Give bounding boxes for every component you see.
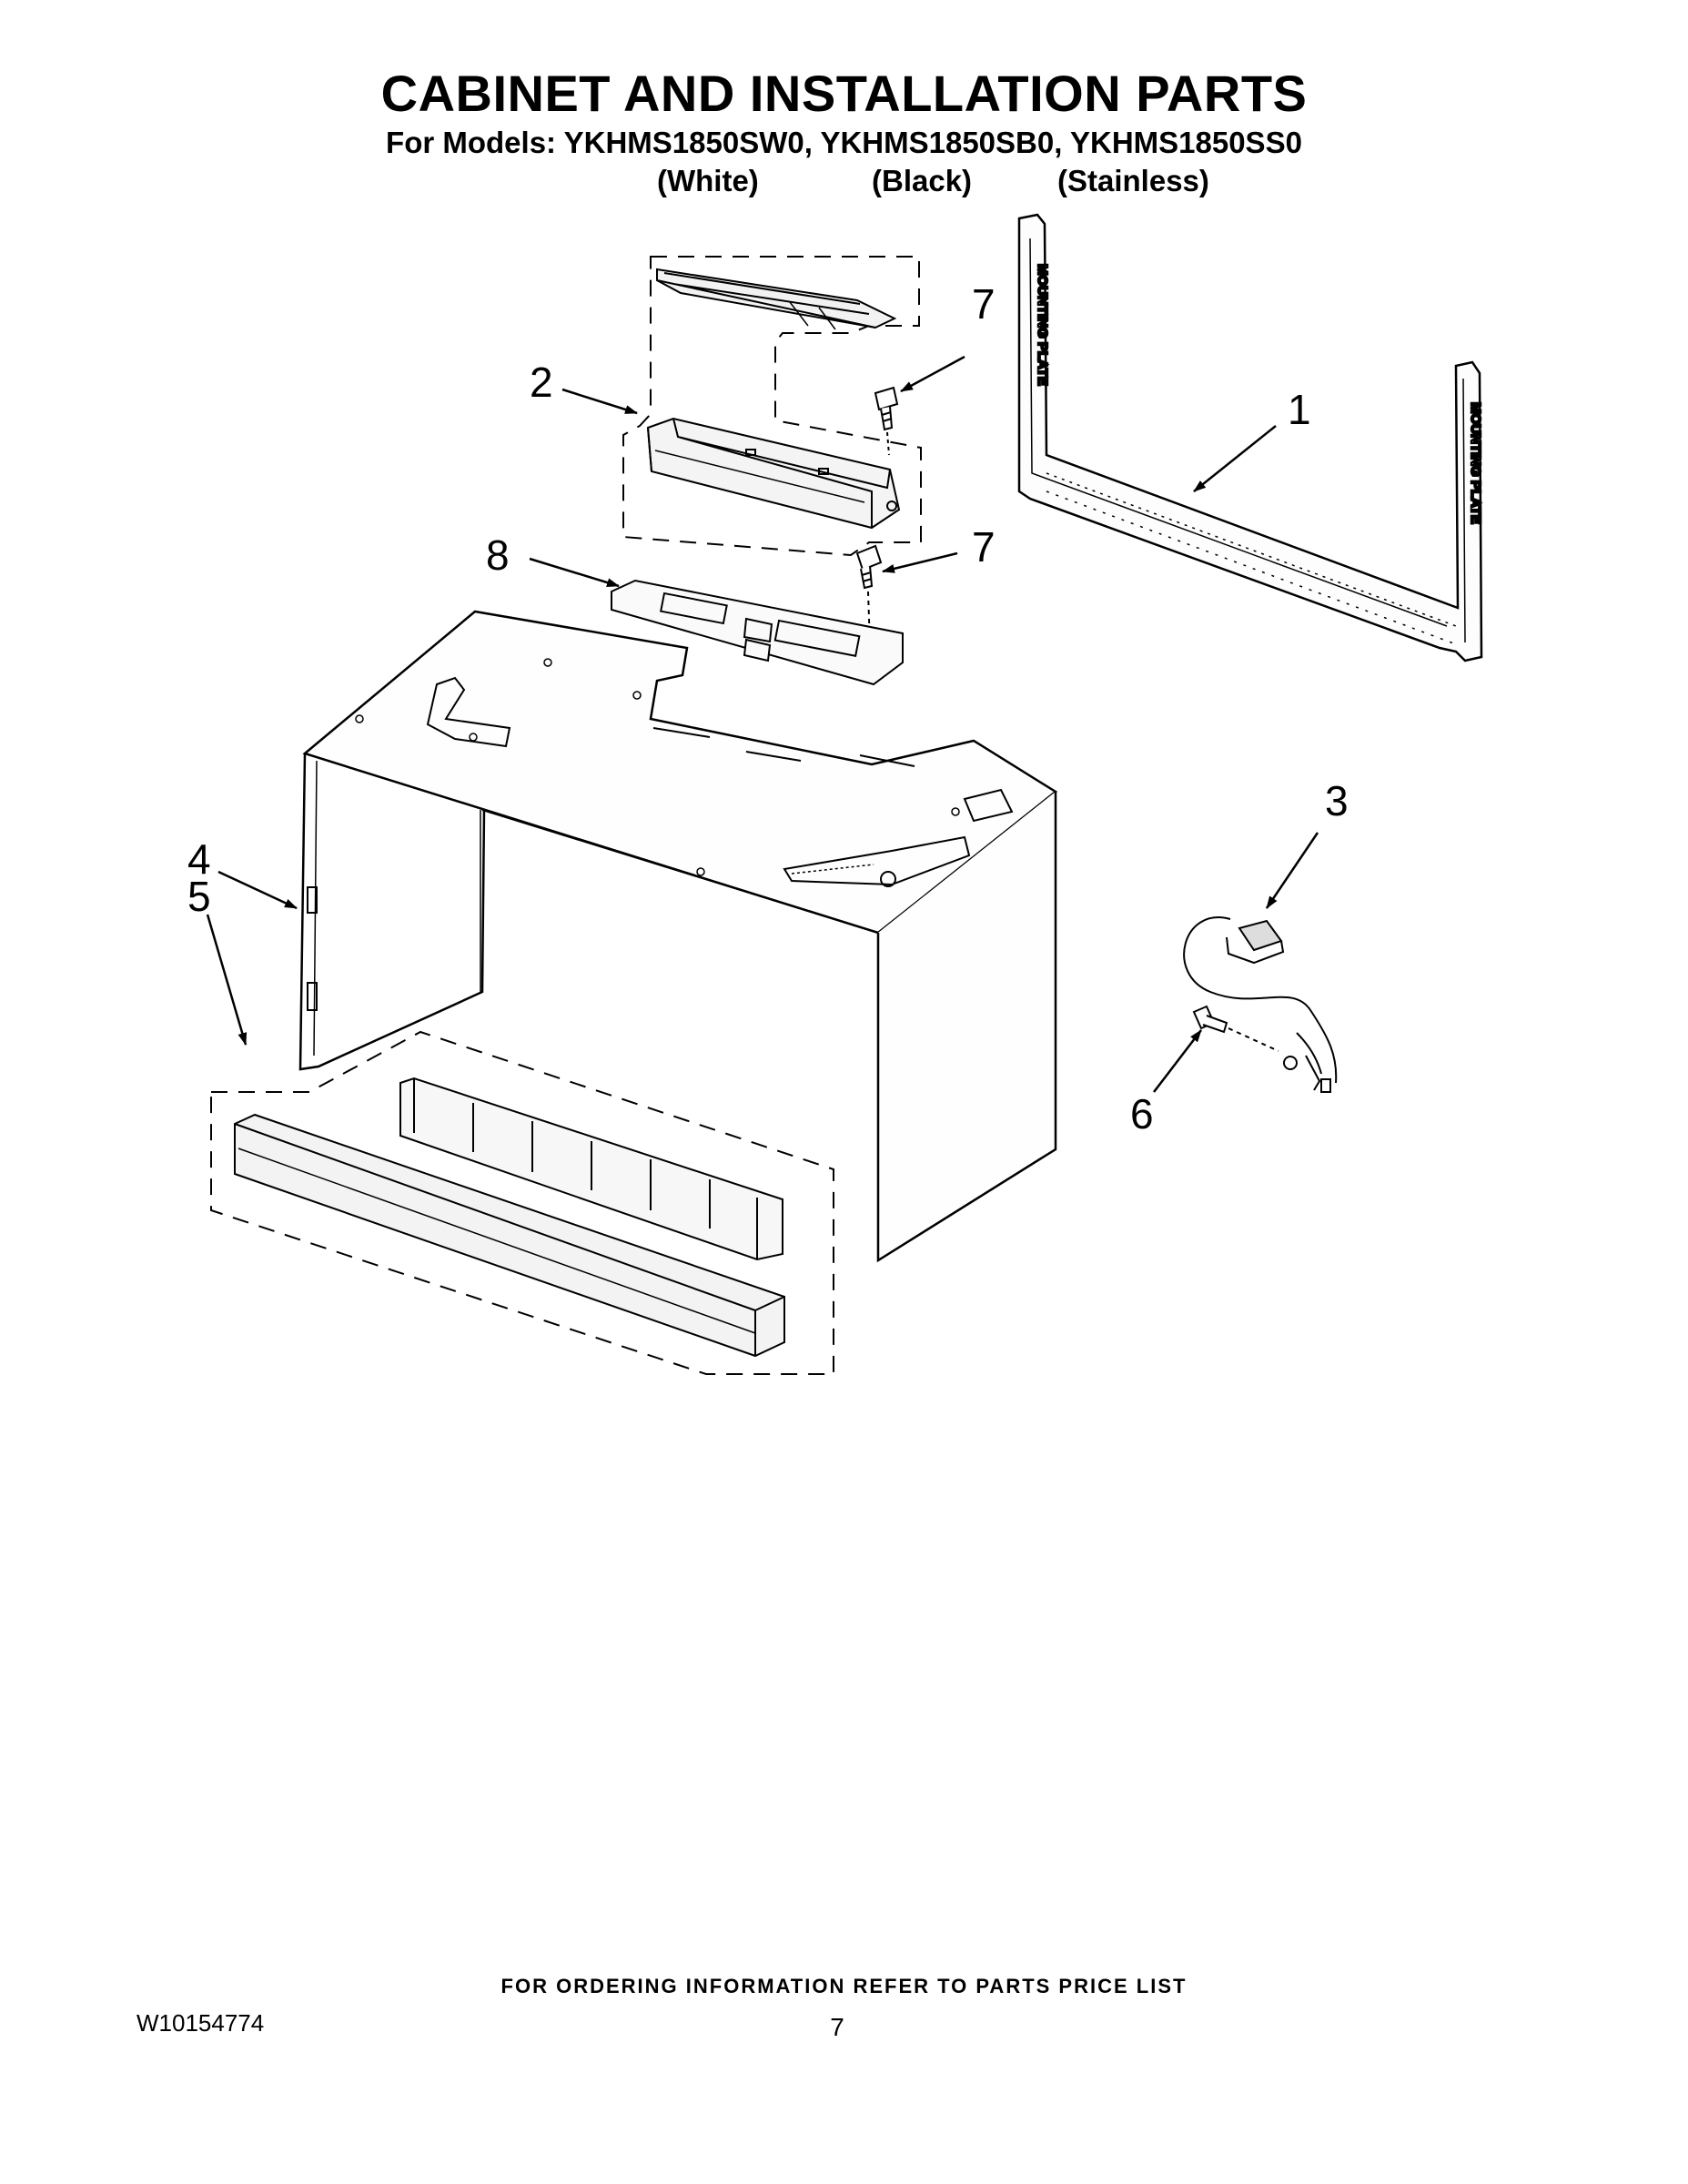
part-1-mounting-plate: MOUNTING PLATE MOUNTING PLATE	[1017, 213, 1484, 662]
callout-3: 3	[1325, 777, 1349, 824]
callout-6: 6	[1130, 1090, 1154, 1138]
part-6-ground-screw	[1192, 1005, 1279, 1052]
variant-stainless: (Stainless)	[1057, 164, 1209, 197]
page-number: 7	[830, 2013, 844, 2041]
callout-2: 2	[530, 359, 553, 406]
screw-7-lower	[855, 544, 883, 647]
document-number: W10154774	[136, 2009, 265, 2037]
screw-7-upper	[874, 386, 899, 456]
callout-4: 4	[187, 835, 211, 883]
cabinet	[298, 610, 1058, 1263]
mounting-plate-label-left: MOUNTING PLATE	[1035, 264, 1050, 386]
part-8-plate	[611, 579, 904, 686]
callout-arrows	[206, 355, 1319, 1093]
part-2-dashed-boundary	[622, 256, 922, 557]
callout-7-upper: 7	[972, 280, 996, 328]
part-2-vent-assembly	[622, 256, 922, 557]
variant-black: (Black)	[872, 164, 973, 197]
model-list: For Models: YKHMS1850SW0, YKHMS1850SB0, …	[386, 126, 1302, 159]
part-5-grille-assembly	[210, 1030, 834, 1375]
page-title: CABINET AND INSTALLATION PARTS	[380, 65, 1308, 122]
ordering-note: FOR ORDERING INFORMATION REFER TO PARTS …	[500, 1975, 1188, 1997]
variant-white: (White)	[657, 164, 759, 197]
callout-8: 8	[486, 531, 510, 579]
part-5-dashed-boundary	[210, 1030, 834, 1375]
callout-5: 5	[187, 873, 211, 920]
callout-7-lower: 7	[972, 523, 996, 571]
mounting-plate-label-right: MOUNTING PLATE	[1468, 402, 1483, 524]
callout-1: 1	[1288, 386, 1311, 433]
part-3-power-cord	[1183, 916, 1338, 1093]
